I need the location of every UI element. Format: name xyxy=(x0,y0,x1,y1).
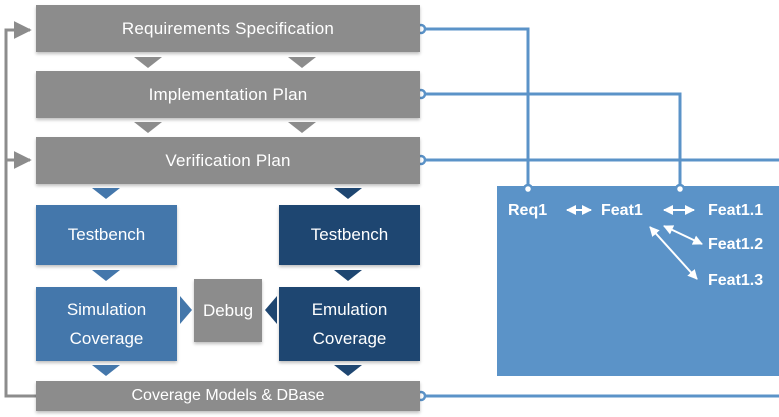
testbench-emulation-box: Testbench xyxy=(279,205,420,265)
requirements-spec-box: Requirements Specification xyxy=(36,5,420,52)
arrow-down-icon xyxy=(134,57,162,68)
arrow-down-icon xyxy=(334,270,362,281)
verification-plan-box: Verification Plan xyxy=(36,137,420,184)
coverage-models-box: Coverage Models & DBase xyxy=(36,381,420,411)
feat1-feat1-2-arrow xyxy=(663,225,703,245)
simulation-label: Simulation xyxy=(66,299,147,319)
req1-anchor-dot xyxy=(522,183,534,195)
emulation-label: Emulation xyxy=(311,299,388,319)
impl-connector xyxy=(421,92,682,186)
simulation-coverage-label: Coverage xyxy=(69,328,144,348)
arrow-down-icon xyxy=(134,122,162,133)
testbench-label: Testbench xyxy=(67,225,146,244)
req1-label: Req1 xyxy=(508,202,548,219)
implementation-plan-box: Implementation Plan xyxy=(36,71,420,118)
feat1-3-label: Feat1.3 xyxy=(708,272,764,289)
verification-plan-label: Verification Plan xyxy=(165,150,291,170)
coverage-models-label: Coverage Models & DBase xyxy=(131,387,325,404)
testbench-simulation-box: Testbench xyxy=(36,205,177,265)
arrow-down-icon xyxy=(288,57,316,68)
requirements-spec-label: Requirements Specification xyxy=(121,18,335,38)
req-connector xyxy=(421,27,530,186)
arrow-down-icon xyxy=(288,122,316,133)
debug-label: Debug xyxy=(202,300,254,320)
arrow-right-icon xyxy=(180,296,192,324)
simulation-coverage-box: Simulation Coverage xyxy=(36,287,177,361)
debug-box: Debug xyxy=(194,279,262,342)
feat1-feat1-3-arrow xyxy=(649,226,698,280)
arrow-down-icon xyxy=(92,188,120,199)
testbench-label: Testbench xyxy=(310,225,389,244)
feat1-label: Feat1 xyxy=(601,202,643,219)
arrow-down-icon xyxy=(334,365,362,376)
feature-panel: Req1 Feat1 Feat1.1 Feat1.2 Feat1.3 xyxy=(497,186,779,376)
feat1-1-label: Feat1.1 xyxy=(708,202,764,219)
feedback-loop-line xyxy=(4,21,36,398)
feat1-2-label: Feat1.2 xyxy=(708,236,764,253)
arrow-down-icon xyxy=(334,188,362,199)
emulation-coverage-box: Emulation Coverage xyxy=(279,287,420,361)
arrow-down-icon xyxy=(92,270,120,281)
implementation-plan-label: Implementation Plan xyxy=(148,84,308,104)
feat1-anchor-dot xyxy=(674,183,686,195)
arrow-left-icon xyxy=(265,296,277,324)
arrow-down-icon xyxy=(92,365,120,376)
emulation-coverage-label: Coverage xyxy=(312,328,387,348)
